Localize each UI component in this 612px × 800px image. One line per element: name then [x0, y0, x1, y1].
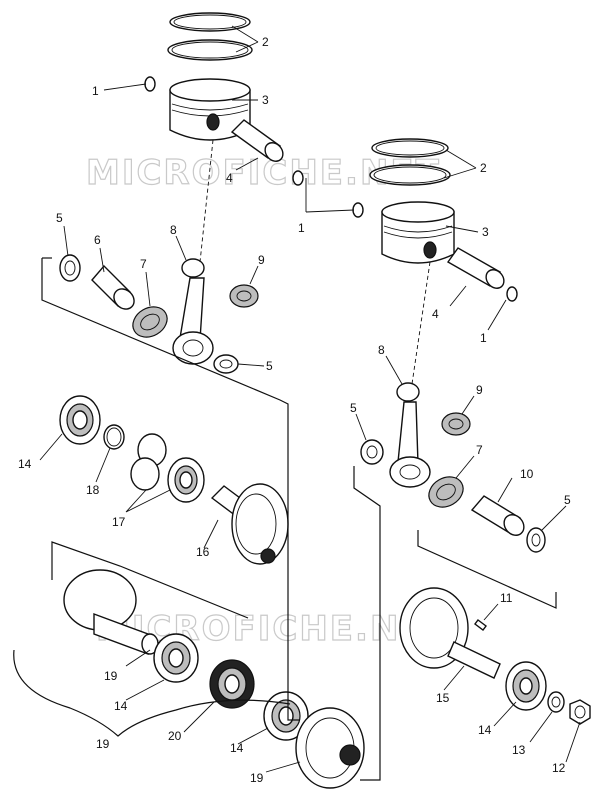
- spacer-left: [91, 264, 135, 310]
- callout-3a: 3: [262, 93, 269, 107]
- flywheel-half-19: [63, 569, 159, 656]
- seal-washer-right-left: [360, 439, 384, 465]
- callout-8b: 8: [378, 343, 385, 357]
- callout-19b: 19: [96, 737, 110, 751]
- circlip-right-1: [352, 202, 364, 218]
- connecting-rod-left: [172, 258, 214, 365]
- callout-1c: 1: [480, 331, 487, 345]
- callout-14c: 14: [230, 741, 244, 755]
- callout-17: 17: [112, 515, 126, 529]
- spacer-right: [470, 495, 525, 536]
- needle-bearing-left-big: [132, 306, 168, 338]
- callout-7b: 7: [476, 443, 483, 457]
- callout-1a: 1: [92, 84, 99, 98]
- needle-bearing-left-small: [229, 284, 259, 308]
- leader-lines: [39, 25, 581, 773]
- circlip-left-2: [292, 170, 304, 186]
- callout-10: 10: [520, 467, 534, 481]
- ball-bearing-14-left: [59, 395, 101, 445]
- crankshaft-half-16: [210, 483, 289, 565]
- callout-4b: 4: [432, 307, 439, 321]
- callout-20: 20: [168, 729, 182, 743]
- ball-bearing-14-b: [153, 633, 199, 683]
- circlip-left-1: [144, 76, 156, 92]
- ball-bearing-14-right: [505, 661, 547, 711]
- piston-rings-left: [167, 12, 253, 61]
- snap-rings-17: [130, 433, 167, 491]
- callout-5c: 5: [350, 401, 357, 415]
- callout-labels: 2 3 1 4 1 2 3 4 1 5 6 7 8 9 5 8 9 5 7 10…: [18, 35, 571, 785]
- seal-washer-left-bottom: [213, 354, 239, 374]
- callout-13: 13: [512, 743, 526, 757]
- callout-8a: 8: [170, 223, 177, 237]
- key-11: [474, 619, 487, 631]
- connecting-rod-right: [389, 382, 431, 488]
- piston-left: [169, 78, 251, 141]
- callout-19c: 19: [250, 771, 264, 785]
- crank-bearing-left: [167, 457, 205, 503]
- callout-19a: 19: [104, 669, 118, 683]
- callout-5a: 5: [56, 211, 63, 225]
- callout-11: 11: [500, 591, 513, 605]
- nut-12: [569, 699, 591, 725]
- washer-13: [547, 691, 565, 713]
- labyrinth-seal-20: [209, 659, 255, 709]
- seal-washer-left-top: [59, 254, 81, 282]
- callout-14d: 14: [478, 723, 492, 737]
- callout-1b: 1: [298, 221, 305, 235]
- circlip-right-2: [506, 286, 518, 302]
- callout-7a: 7: [140, 257, 147, 271]
- callout-4a: 4: [226, 171, 233, 185]
- callout-14b: 14: [114, 699, 128, 713]
- callout-18: 18: [86, 483, 100, 497]
- callout-12: 12: [552, 761, 566, 775]
- ring-18: [103, 424, 125, 450]
- needle-bearing-right-big: [428, 476, 464, 508]
- callout-2b: 2: [480, 161, 487, 175]
- seal-washer-right-right: [526, 527, 546, 553]
- guide-lines: [13, 139, 557, 781]
- piston-pin-right: [446, 247, 505, 289]
- callout-9b: 9: [476, 383, 483, 397]
- piston-rings-right: [369, 138, 451, 186]
- callout-5d: 5: [564, 493, 571, 507]
- callout-9a: 9: [258, 253, 265, 267]
- crank-half-15: [399, 587, 501, 679]
- piston-pin-left: [230, 119, 284, 162]
- callout-14a: 14: [18, 457, 32, 471]
- callout-6: 6: [94, 233, 101, 247]
- callout-3b: 3: [482, 225, 489, 239]
- callout-16: 16: [196, 545, 210, 559]
- needle-bearing-right-small: [441, 412, 471, 436]
- callout-5b: 5: [266, 359, 273, 373]
- callout-2a: 2: [262, 35, 269, 49]
- crank-half-19-bottom: [295, 707, 365, 789]
- piston-right: [381, 201, 455, 264]
- callout-15: 15: [436, 691, 450, 705]
